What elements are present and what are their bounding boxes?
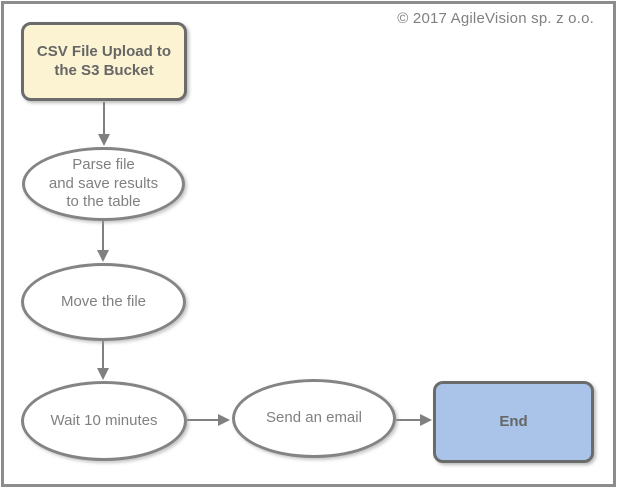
node-move-label: Move the file xyxy=(60,292,147,310)
node-start-label: CSV File Upload to the S3 Bucket xyxy=(36,42,172,79)
edge-move-wait xyxy=(97,341,109,380)
node-move-file: Move the file xyxy=(21,263,186,341)
node-send-label: Send an email xyxy=(266,409,362,427)
edge-start-parse xyxy=(98,102,110,146)
node-end: End xyxy=(433,381,594,463)
node-wait-10-minutes: Wait 10 minutes xyxy=(21,381,187,461)
copyright-text: © 2017 AgileVision sp. z o.o. xyxy=(397,10,594,27)
edge-wait-send xyxy=(187,414,230,426)
node-end-label: End xyxy=(499,412,528,430)
node-parse-label-line3: to the table xyxy=(66,193,141,211)
edge-send-end xyxy=(396,414,432,426)
node-send-email: Send an email xyxy=(232,379,396,458)
node-parse-label-line2: and save results xyxy=(48,174,159,192)
node-parse-label-line1: Parse file xyxy=(72,155,135,173)
node-start-csv-upload: CSV File Upload to the S3 Bucket xyxy=(21,22,187,101)
node-wait-label: Wait 10 minutes xyxy=(50,411,158,429)
edge-parse-move xyxy=(97,221,109,262)
node-parse-file: Parse file and save results to the table xyxy=(22,147,185,221)
